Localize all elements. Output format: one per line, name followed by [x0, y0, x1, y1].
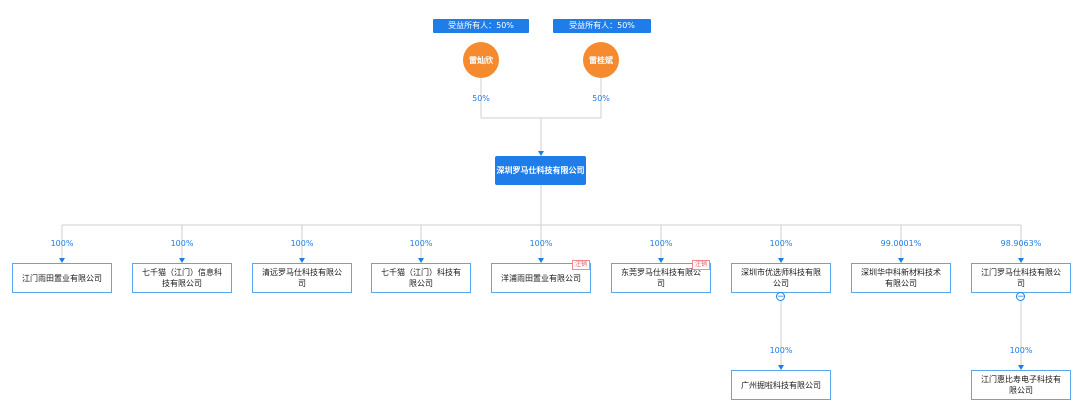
child-company-name: 广州掘啦科技有限公司: [741, 380, 821, 390]
arrow-icon: [1018, 258, 1024, 263]
subsidiary-name: 东莞罗马仕科技有限公司: [621, 268, 701, 288]
collapse-toggle-icon[interactable]: −: [776, 292, 785, 302]
subsidiary-node[interactable]: 洋浦雨田置业有限公司 注销: [491, 260, 591, 293]
shareholder-avatar[interactable]: 雷灿欣: [463, 42, 499, 78]
subsidiary-node[interactable]: 江门罗马仕科技有限公司: [971, 263, 1071, 293]
subsidiary-percentage: 100%: [170, 239, 194, 248]
arrow-icon: [179, 258, 185, 263]
subsidiary-percentage: 100%: [769, 239, 793, 248]
subsidiary-node[interactable]: 深圳市优选师科技有限公司: [731, 263, 831, 293]
arrow-icon: [658, 258, 664, 263]
shareholder-percentage: 50%: [592, 94, 610, 103]
child-company-node[interactable]: 广州掘啦科技有限公司: [731, 370, 831, 400]
subsidiary-name: 江门雨田置业有限公司: [22, 273, 102, 283]
main-company-node[interactable]: 深圳罗马仕科技有限公司: [495, 156, 586, 185]
arrow-icon: [59, 258, 65, 263]
subsidiary-name: 深圳市优选师科技有限公司: [741, 268, 821, 288]
subsidiary-name: 七千猫（江门）科技有限公司: [381, 268, 461, 288]
arrow-icon: [538, 151, 544, 156]
collapse-toggle-icon[interactable]: −: [1016, 292, 1025, 302]
subsidiary-percentage: 100%: [50, 239, 74, 248]
arrow-icon: [898, 258, 904, 263]
child-company-name: 江门惠比寿电子科技有限公司: [981, 375, 1061, 395]
subsidiary-name: 江门罗马仕科技有限公司: [981, 268, 1061, 288]
subsidiary-percentage: 98.9063%: [1000, 239, 1042, 248]
arrow-icon: [1018, 365, 1024, 370]
subsidiary-percentage: 99.0001%: [880, 239, 922, 248]
subsidiary-percentage: 100%: [409, 239, 433, 248]
shareholder-avatar[interactable]: 雷桂斌: [583, 42, 619, 78]
beneficial-owner-tag: 受益所有人：50%: [553, 19, 651, 33]
arrow-icon: [418, 258, 424, 263]
subsidiary-node[interactable]: 七千猫（江门）信息科技有限公司: [132, 263, 232, 293]
subsidiary-name: 七千猫（江门）信息科技有限公司: [142, 268, 222, 288]
subsidiary-node[interactable]: 深圳华中科新材料技术有限公司: [851, 263, 951, 293]
subsidiary-name: 清远罗马仕科技有限公司: [262, 268, 342, 288]
subsidiary-node[interactable]: 东莞罗马仕科技有限公司注销: [611, 260, 711, 293]
child-percentage: 100%: [769, 346, 793, 355]
subsidiary-name: 洋浦雨田置业有限公司: [501, 273, 581, 283]
subsidiary-name: 深圳华中科新材料技术有限公司: [861, 268, 941, 288]
child-percentage: 100%: [1009, 346, 1033, 355]
arrow-icon: [778, 258, 784, 263]
subsidiary-node[interactable]: 江门雨田置业有限公司: [12, 263, 112, 293]
subsidiary-node[interactable]: 清远罗马仕科技有限公司: [252, 263, 352, 293]
arrow-icon: [299, 258, 305, 263]
subsidiary-node[interactable]: 七千猫（江门）科技有限公司: [371, 263, 471, 293]
shareholder-percentage: 50%: [472, 94, 490, 103]
beneficial-owner-tag: 受益所有人：50%: [433, 19, 529, 33]
deregistered-badge: 注销: [571, 260, 590, 270]
child-company-node[interactable]: 江门惠比寿电子科技有限公司: [971, 370, 1071, 400]
arrow-icon: [778, 365, 784, 370]
deregistered-badge: 注销: [691, 260, 710, 270]
arrow-icon: [538, 258, 544, 263]
subsidiary-percentage: 100%: [290, 239, 314, 248]
subsidiary-percentage: 100%: [529, 239, 553, 248]
subsidiary-percentage: 100%: [649, 239, 673, 248]
